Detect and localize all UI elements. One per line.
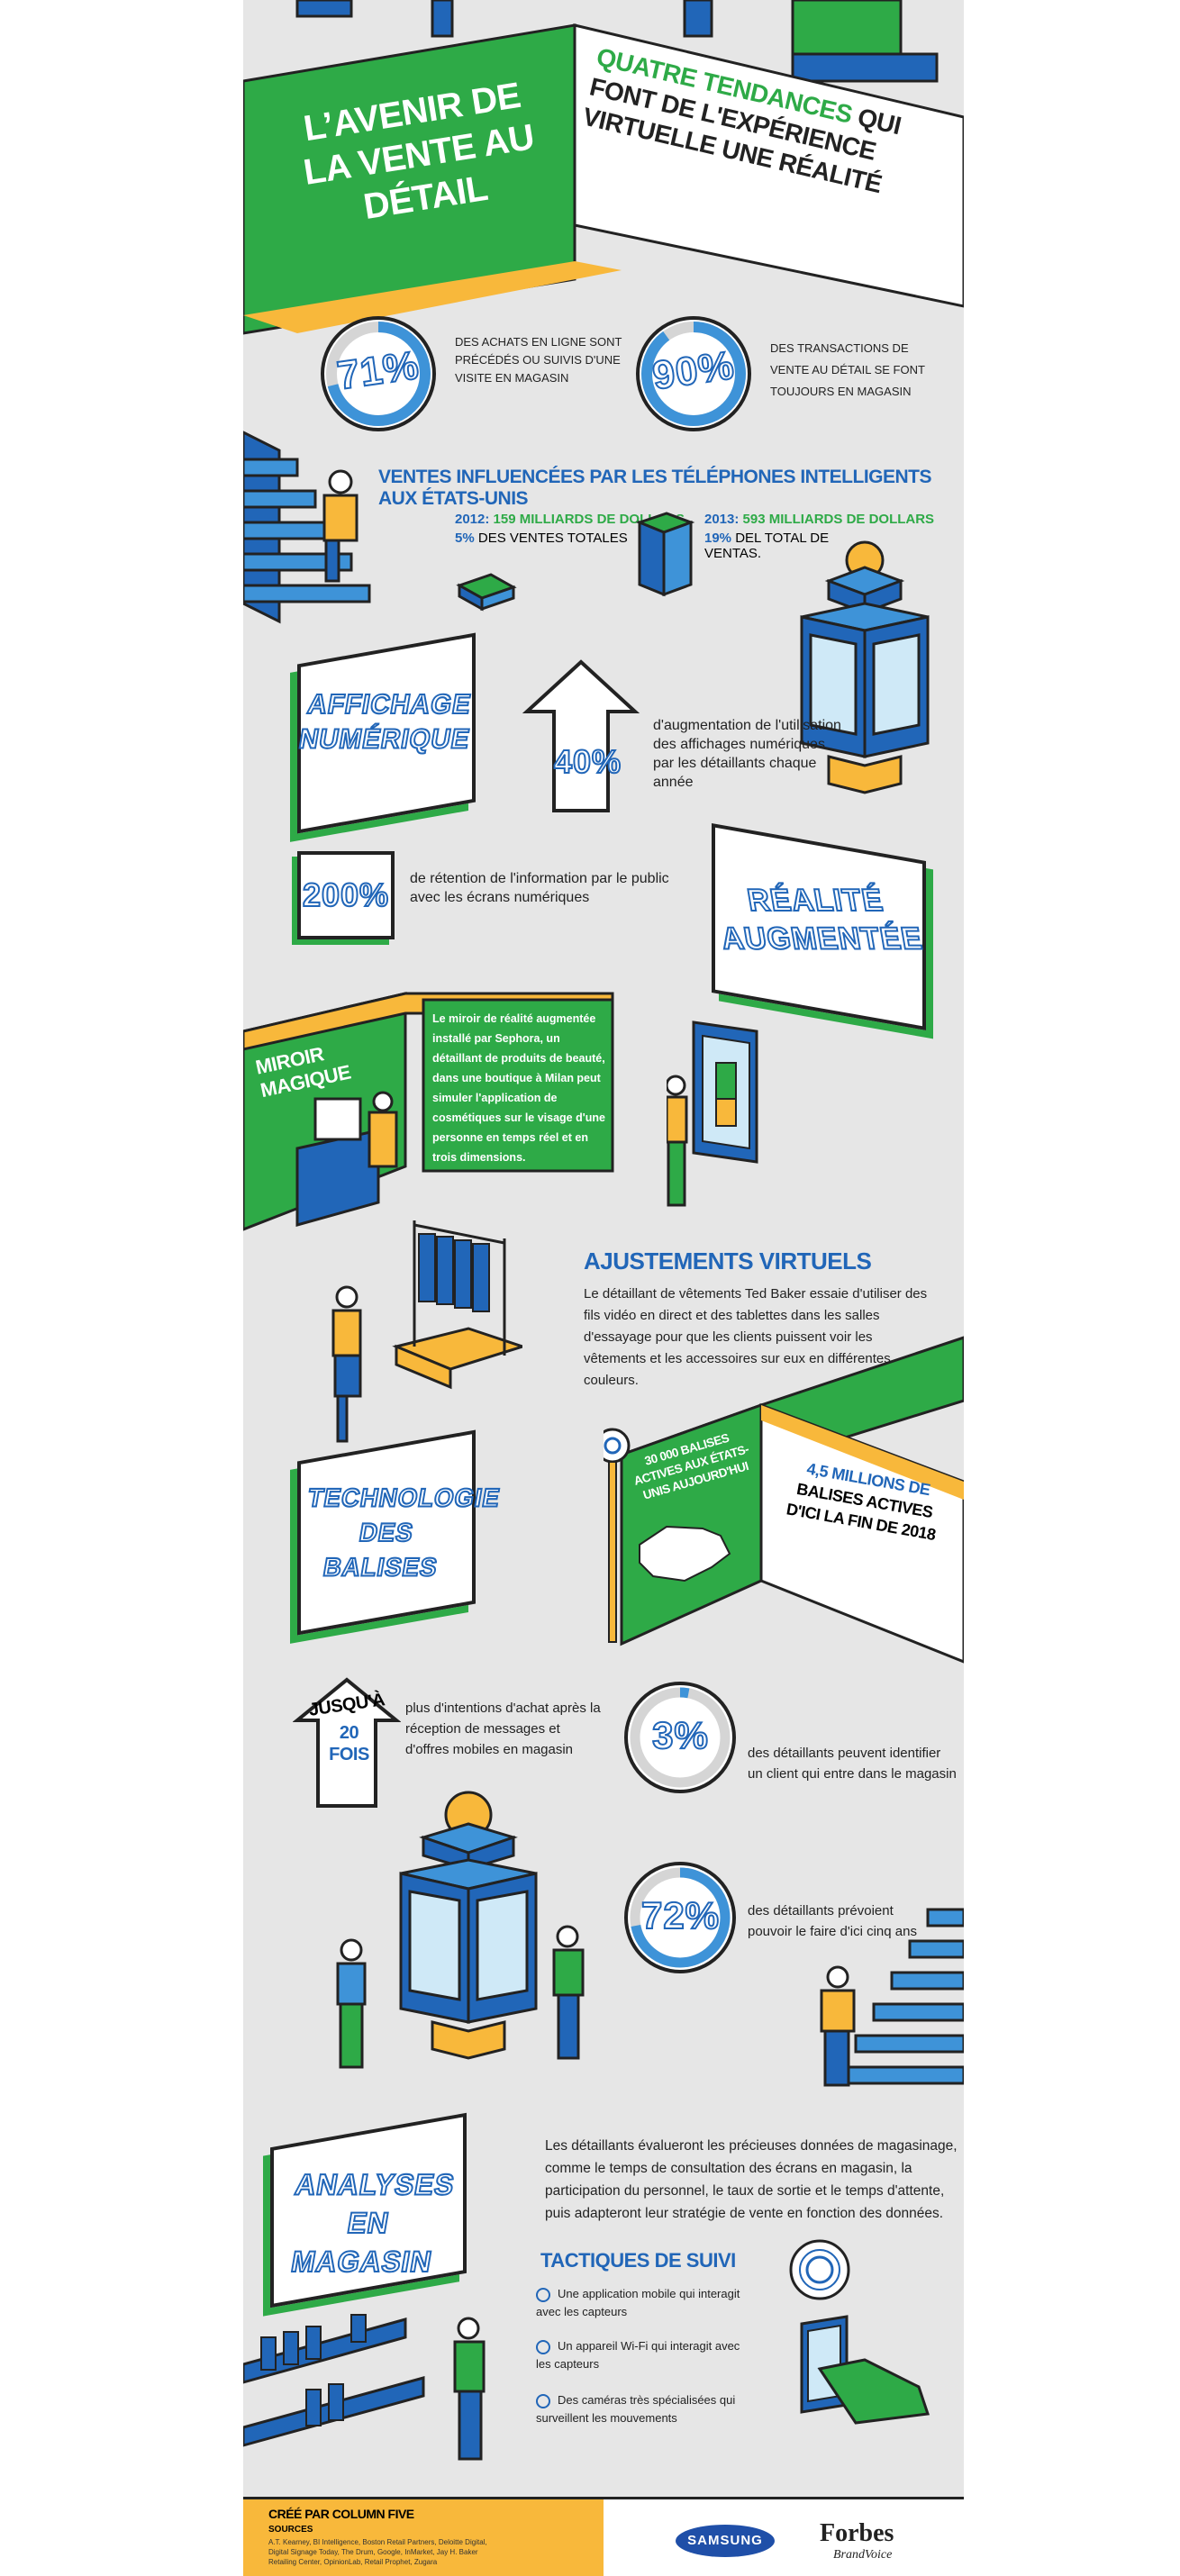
tactic-2: Un appareil Wi-Fi qui interagit avec les…: [536, 2337, 752, 2373]
retention-value: 200%: [302, 875, 390, 914]
top-stats: 71% DES ACHATS EN LIGNE SONT PRÉCÉDÉS OU…: [315, 311, 937, 437]
smartphones-title: VENTES INFLUENCÉES PAR LES TÉLÉPHONES IN…: [378, 467, 932, 509]
stat-72-value: 72%: [640, 1893, 721, 1937]
tactic-3-text: Des caméras très spécialisées qui survei…: [536, 2393, 736, 2425]
footer-credits: CRÉÉ PAR COLUMN FIVE SOURCES A.T. Kearne…: [243, 2499, 604, 2576]
money-small-icon: [456, 573, 517, 612]
stat-72-text: des détaillants prévoient pouvoir le fai…: [748, 1903, 917, 1939]
stairs-right-illustration: [820, 1908, 964, 2087]
up-to-value: 20 FOIS: [329, 1723, 369, 1764]
kiosk-people-illustration: [336, 1791, 585, 2069]
arrow-up-20x-icon: [293, 1677, 401, 1808]
beacons-card: TECHNOLOGIE DES BALISES: [297, 1429, 504, 1636]
tablet-person-illustration: [667, 1020, 758, 1207]
clothing-rack-illustration: [331, 1220, 522, 1443]
retention-card: 200%: [297, 851, 395, 939]
footer-created-by: CRÉÉ PAR COLUMN FIVE: [268, 2507, 414, 2521]
ring-90: [636, 316, 751, 431]
forbes-logo: Forbes: [820, 2519, 894, 2547]
up-to-text: plus d'intentions d'achat après la récep…: [405, 1701, 601, 1757]
ring-3: [624, 1682, 736, 1793]
magic-mirror-panel: [243, 992, 614, 1231]
ar-card: RÉALITÉ AUGMENTÉE: [712, 823, 926, 1030]
bullet-icon: [536, 2287, 550, 2302]
kiosk-illustration: [800, 540, 930, 794]
y2013-pct: 19%: [704, 531, 732, 546]
stat-3-text: des détaillants peuvent identifier un cl…: [748, 1746, 957, 1782]
ring-72: [624, 1862, 736, 1973]
beacon-panel: [604, 1336, 964, 1664]
footer-sources: A.T. Kearney, BI Intelligence, Boston Re…: [268, 2538, 487, 2566]
stairs-illustration: [243, 431, 371, 624]
ar-title: RÉALITÉ AUGMENTÉE: [718, 882, 926, 957]
forbes-brandvoice: BrandVoice: [833, 2548, 893, 2562]
fitting-text: Le détaillant de vêtements Ted Baker ess…: [584, 1286, 928, 1388]
header-art: [243, 0, 964, 335]
footer-sources-label: SOURCES: [268, 2525, 313, 2535]
mirror-text: Le miroir de réalité augmentée installé …: [432, 1012, 605, 1164]
tactic-1-text: Une application mobile qui interagit ave…: [536, 2287, 740, 2318]
y2012-text: DES VENTES TOTALES: [477, 531, 628, 546]
footer: CRÉÉ PAR COLUMN FIVE SOURCES A.T. Kearne…: [243, 2497, 964, 2576]
beacons-title: TECHNOLOGIE DES BALISES: [304, 1483, 503, 1583]
increase-value: 40%: [553, 742, 622, 781]
tactic-3: Des caméras très spécialisées qui survei…: [536, 2391, 752, 2427]
signage-title: AFFICHAGE NUMÉRIQUE: [295, 688, 474, 755]
tactics-title: TACTIQUES DE SUIVI: [540, 2249, 736, 2272]
samsung-logo: SAMSUNG: [676, 2525, 775, 2557]
arrow-up-icon: [522, 659, 640, 812]
fitting-title: AJUSTEMENTS VIRTUELS: [584, 1247, 872, 1274]
analytics-intro: Les détaillants évalueront les précieuse…: [545, 2138, 958, 2221]
phone-hand-illustration: [789, 2239, 930, 2425]
money-large-icon: [635, 512, 695, 597]
shelves-illustration: [243, 2314, 486, 2461]
ring-71: [321, 316, 436, 431]
stat-3-value: 3%: [651, 1713, 709, 1757]
tactic-1: Une application mobile qui interagit ave…: [536, 2285, 752, 2321]
y2013-text: DEL TOTAL DE VENTAS.: [704, 531, 830, 561]
analytics-card: ANALYSES EN MAGASIN: [270, 2112, 467, 2308]
footer-brands: SAMSUNG Forbes BrandVoice: [604, 2499, 964, 2576]
y2012-amount: 159 MILLIARDS DE DOLLARS: [493, 512, 685, 527]
increase-text: d'augmentation de l'utilisation des affi…: [653, 718, 841, 790]
y2012-label: 2012:: [455, 512, 490, 527]
bullet-icon: [536, 2339, 550, 2354]
y2013-amount: 593 MILLIARDS DE DOLLARS: [742, 512, 935, 527]
retention-text: de rétention de l'information par le pub…: [410, 871, 669, 905]
smartphones-2013: 2013: 593 MILLIARDS DE DOLLARS 19% DEL T…: [704, 512, 939, 561]
tactic-2-text: Un appareil Wi-Fi qui interagit avec les…: [536, 2339, 740, 2371]
stat-90-text: DES TRANSACTIONS DE VENTE AU DÉTAIL SE F…: [770, 341, 925, 398]
stat-71-text: DES ACHATS EN LIGNE SONT PRÉCÉDÉS OU SUI…: [455, 335, 622, 385]
analytics-title: ANALYSES EN MAGASIN: [288, 2167, 458, 2279]
bullet-icon: [536, 2393, 550, 2408]
y2012-pct: 5%: [455, 531, 475, 546]
smartphones-2012: 2012: 159 MILLIARDS DE DOLLARS 5% DES VE…: [455, 512, 689, 546]
signage-card: AFFICHAGE NUMÉRIQUE: [295, 632, 476, 834]
infographic: L’AVENIR DE LA VENTE AU DÉTAIL QUATRE TE…: [243, 0, 964, 2576]
y2013-label: 2013:: [704, 512, 740, 527]
